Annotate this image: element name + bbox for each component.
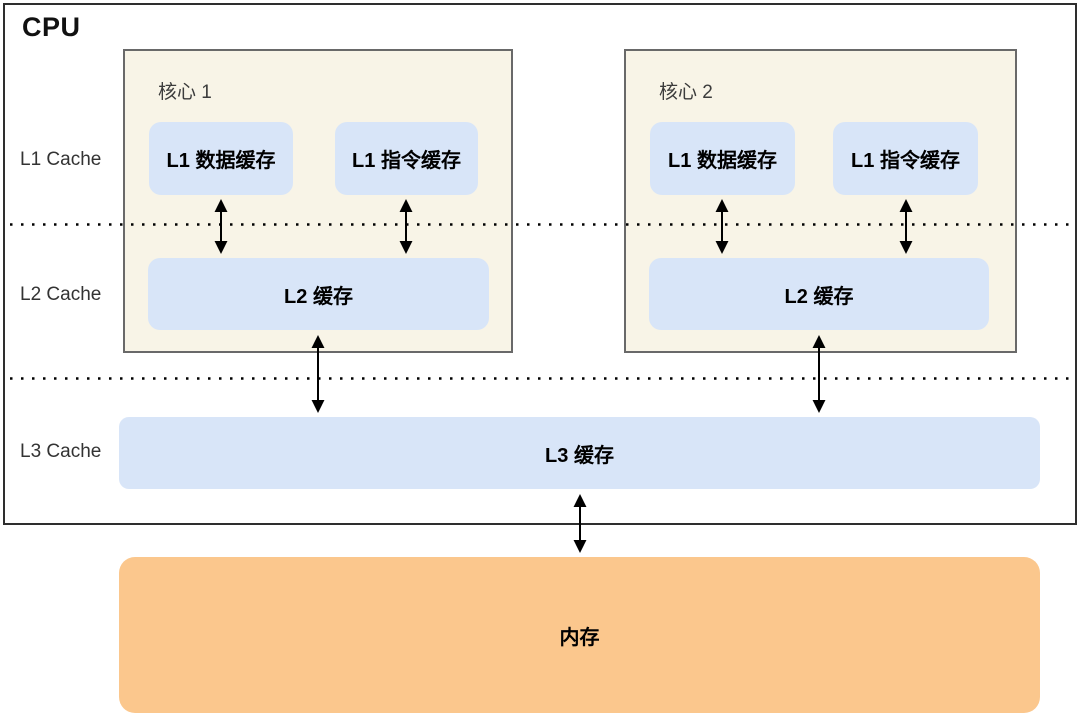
memory-box: 内存	[119, 557, 1040, 713]
core1-l1-data-cache-box: L1 数据缓存	[149, 122, 293, 195]
core-2-title: 核心 2	[659, 82, 713, 103]
core2-l1-data-cache-box: L1 数据缓存	[650, 122, 795, 195]
core2-l1-instruction-cache-box: L1 指令缓存	[833, 122, 978, 195]
label-l3-cache: L3 Cache	[20, 441, 102, 462]
core2-l2-cache-box: L2 缓存	[649, 258, 989, 330]
core1-l2-cache-box: L2 缓存	[148, 258, 489, 330]
label-l2-cache: L2 Cache	[20, 284, 102, 305]
l3-cache-box: L3 缓存	[119, 417, 1040, 489]
label-l1-cache: L1 Cache	[20, 149, 102, 170]
core1-l1-instruction-cache-box: L1 指令缓存	[335, 122, 478, 195]
core-1-title: 核心 1	[158, 82, 212, 103]
cpu-title: CPU	[22, 12, 81, 42]
